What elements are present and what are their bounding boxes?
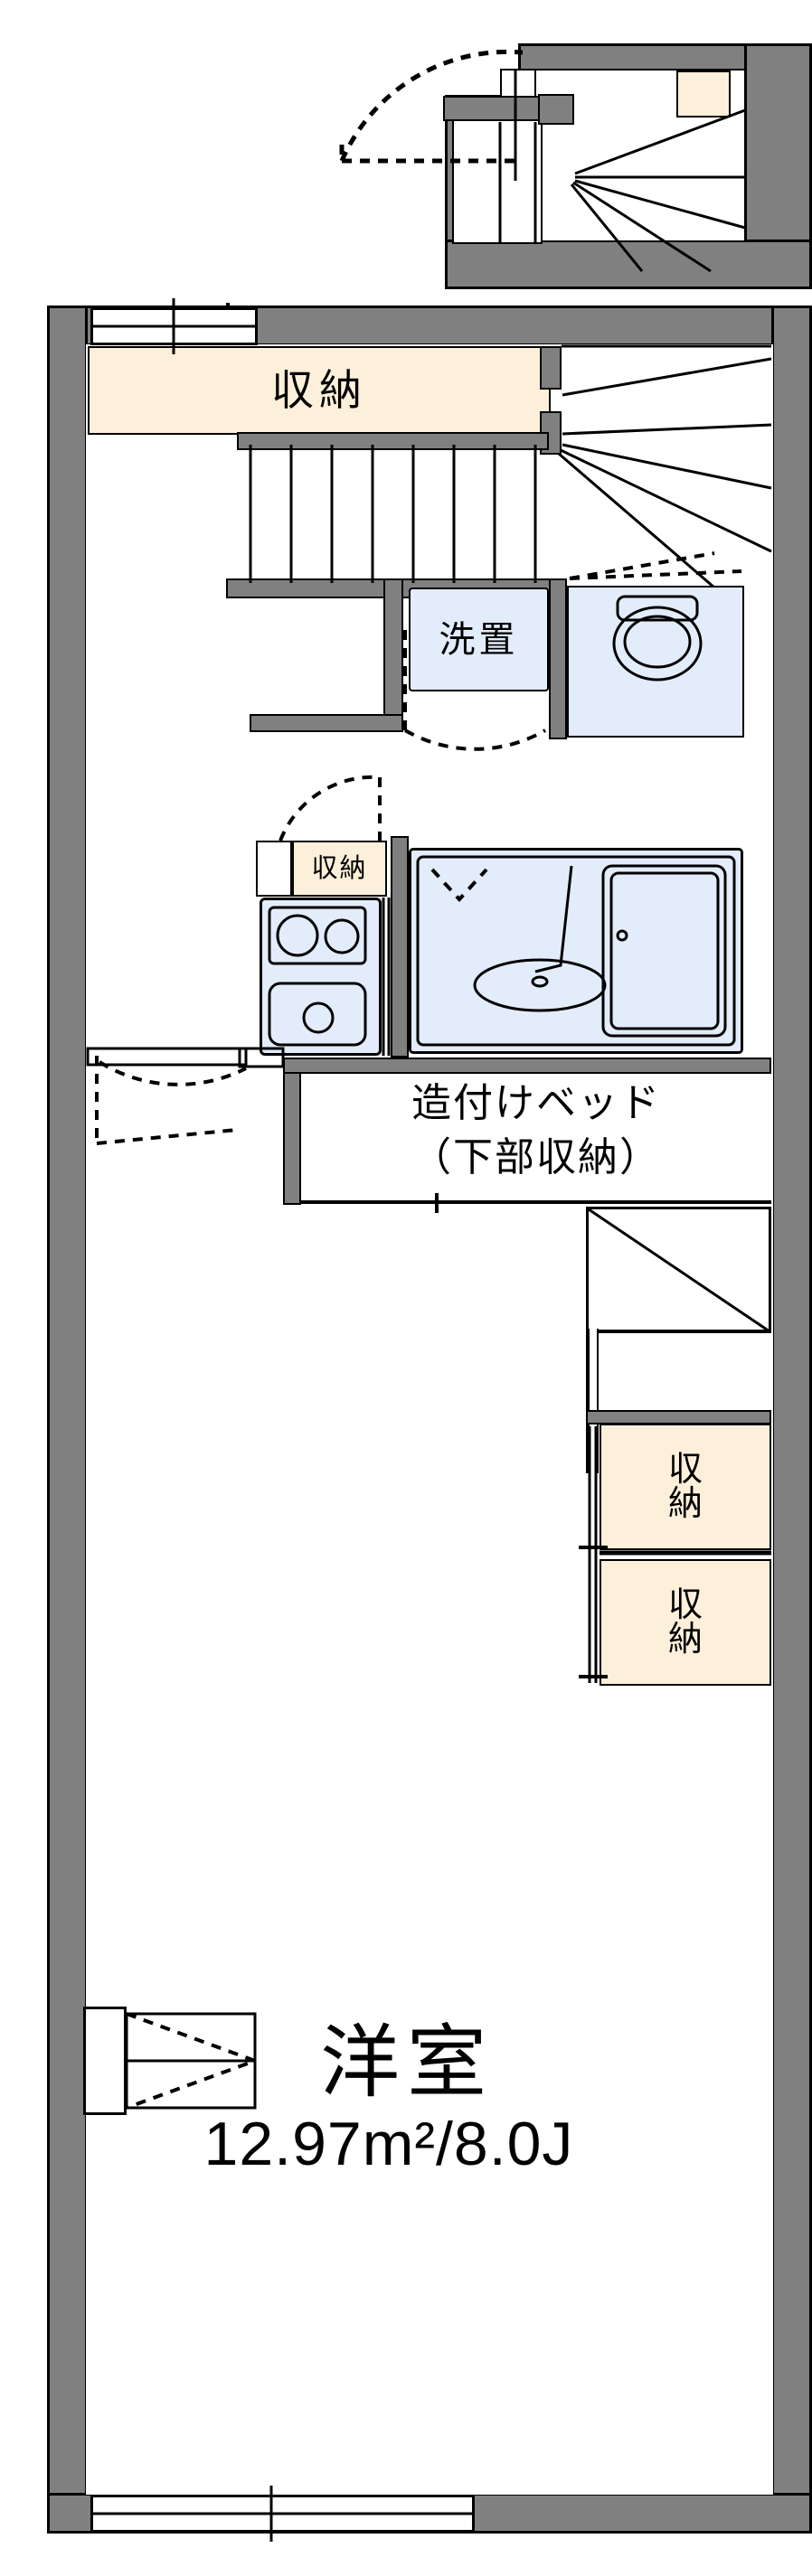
closet-a — [600, 1424, 771, 1550]
built-in-bed-label: 造付けベッド — [411, 1080, 661, 1125]
main-right-wall — [771, 306, 812, 2534]
main-left-wall — [47, 306, 88, 2534]
washer-area — [409, 588, 549, 691]
top-lower-left-floor — [452, 99, 543, 244]
room-name-label: 洋室 — [319, 2017, 494, 2108]
kitchen-storage-label: 収納 — [311, 853, 368, 883]
stair-post-upper — [540, 346, 562, 390]
room-area-label: 12.97m²/8.0J — [203, 2109, 574, 2178]
washer-label: 洗置 — [439, 619, 519, 660]
entry-closet — [676, 71, 731, 118]
loft-storage-label: 収納 — [271, 366, 367, 415]
top-wall-nub-2 — [538, 94, 574, 125]
closet-a-top-wall — [586, 1410, 771, 1424]
built-in-bed-sub-label: （下部収納） — [411, 1134, 661, 1180]
toilet-room — [567, 586, 744, 738]
unit-bath — [409, 848, 743, 1054]
kitchen-right-wall — [391, 836, 409, 1058]
stair-top-rail — [237, 432, 549, 450]
closet-b-label: 収納 — [667, 1586, 703, 1659]
upper-right-stair-floor — [551, 346, 771, 590]
toilet-left-wall — [549, 578, 567, 739]
corridor-wall-horz — [250, 714, 403, 732]
built-in-bed-area — [301, 1074, 771, 1207]
kitchen-storage — [292, 841, 387, 897]
left-window — [83, 2007, 127, 2115]
closet-a-label: 収納 — [667, 1451, 703, 1523]
stair-bottom-rail — [226, 303, 230, 306]
closet-b — [600, 1559, 771, 1686]
kitchen-upper-white — [256, 841, 292, 897]
